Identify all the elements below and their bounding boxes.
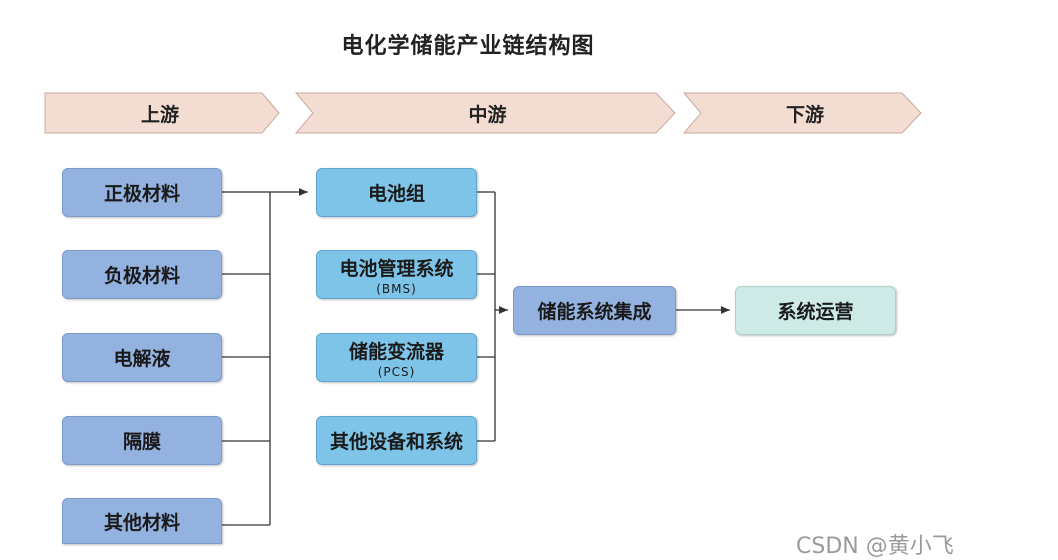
stage-chevron-downstream xyxy=(682,92,922,134)
stage-label-downstream: 下游 xyxy=(785,104,824,126)
diagram-title: 电化学储能产业链结构图 xyxy=(341,34,595,59)
midstream-pcs: 储能变流器 (PCS) xyxy=(316,333,477,382)
upstream-cathode-material: 正极材料 xyxy=(62,168,222,217)
box-label: 储能变流器 xyxy=(348,340,444,363)
midstream-battery-pack: 电池组 xyxy=(316,168,477,217)
stage-label-midstream: 中游 xyxy=(468,104,507,126)
integration-box: 储能系统集成 xyxy=(513,286,676,335)
midstream-bms: 电池管理系统 (BMS) xyxy=(316,250,477,299)
connector-lines xyxy=(44,92,922,526)
midstream-other-equipment: 其他设备和系统 xyxy=(316,416,477,465)
box-label: 负极材料 xyxy=(103,265,180,287)
box-label: 系统运营 xyxy=(777,301,854,323)
stage-chevron-upstream xyxy=(44,92,280,134)
box-label: 隔膜 xyxy=(122,431,161,453)
upstream-separator: 隔膜 xyxy=(62,416,222,465)
box-label: 电池组 xyxy=(367,183,425,205)
box-sublabel: (PCS) xyxy=(377,364,416,379)
box-sublabel: (BMS) xyxy=(376,281,417,296)
operation-box: 系统运营 xyxy=(735,286,896,335)
box-label: 其他设备和系统 xyxy=(329,431,463,453)
box-label: 电解液 xyxy=(113,348,171,370)
watermark: CSDN @黄小飞 xyxy=(796,534,954,559)
box-label: 电池管理系统 xyxy=(339,257,454,280)
box-label: 正极材料 xyxy=(103,183,180,205)
stage-label-upstream: 上游 xyxy=(140,104,179,126)
upstream-anode-material: 负极材料 xyxy=(62,250,222,299)
box-label: 储能系统集成 xyxy=(537,301,652,323)
upstream-electrolyte: 电解液 xyxy=(62,333,222,382)
stage-chevron-midstream xyxy=(294,92,676,134)
box-label: 其他材料 xyxy=(103,511,180,534)
upstream-other-materials: 其他材料 xyxy=(62,498,222,544)
